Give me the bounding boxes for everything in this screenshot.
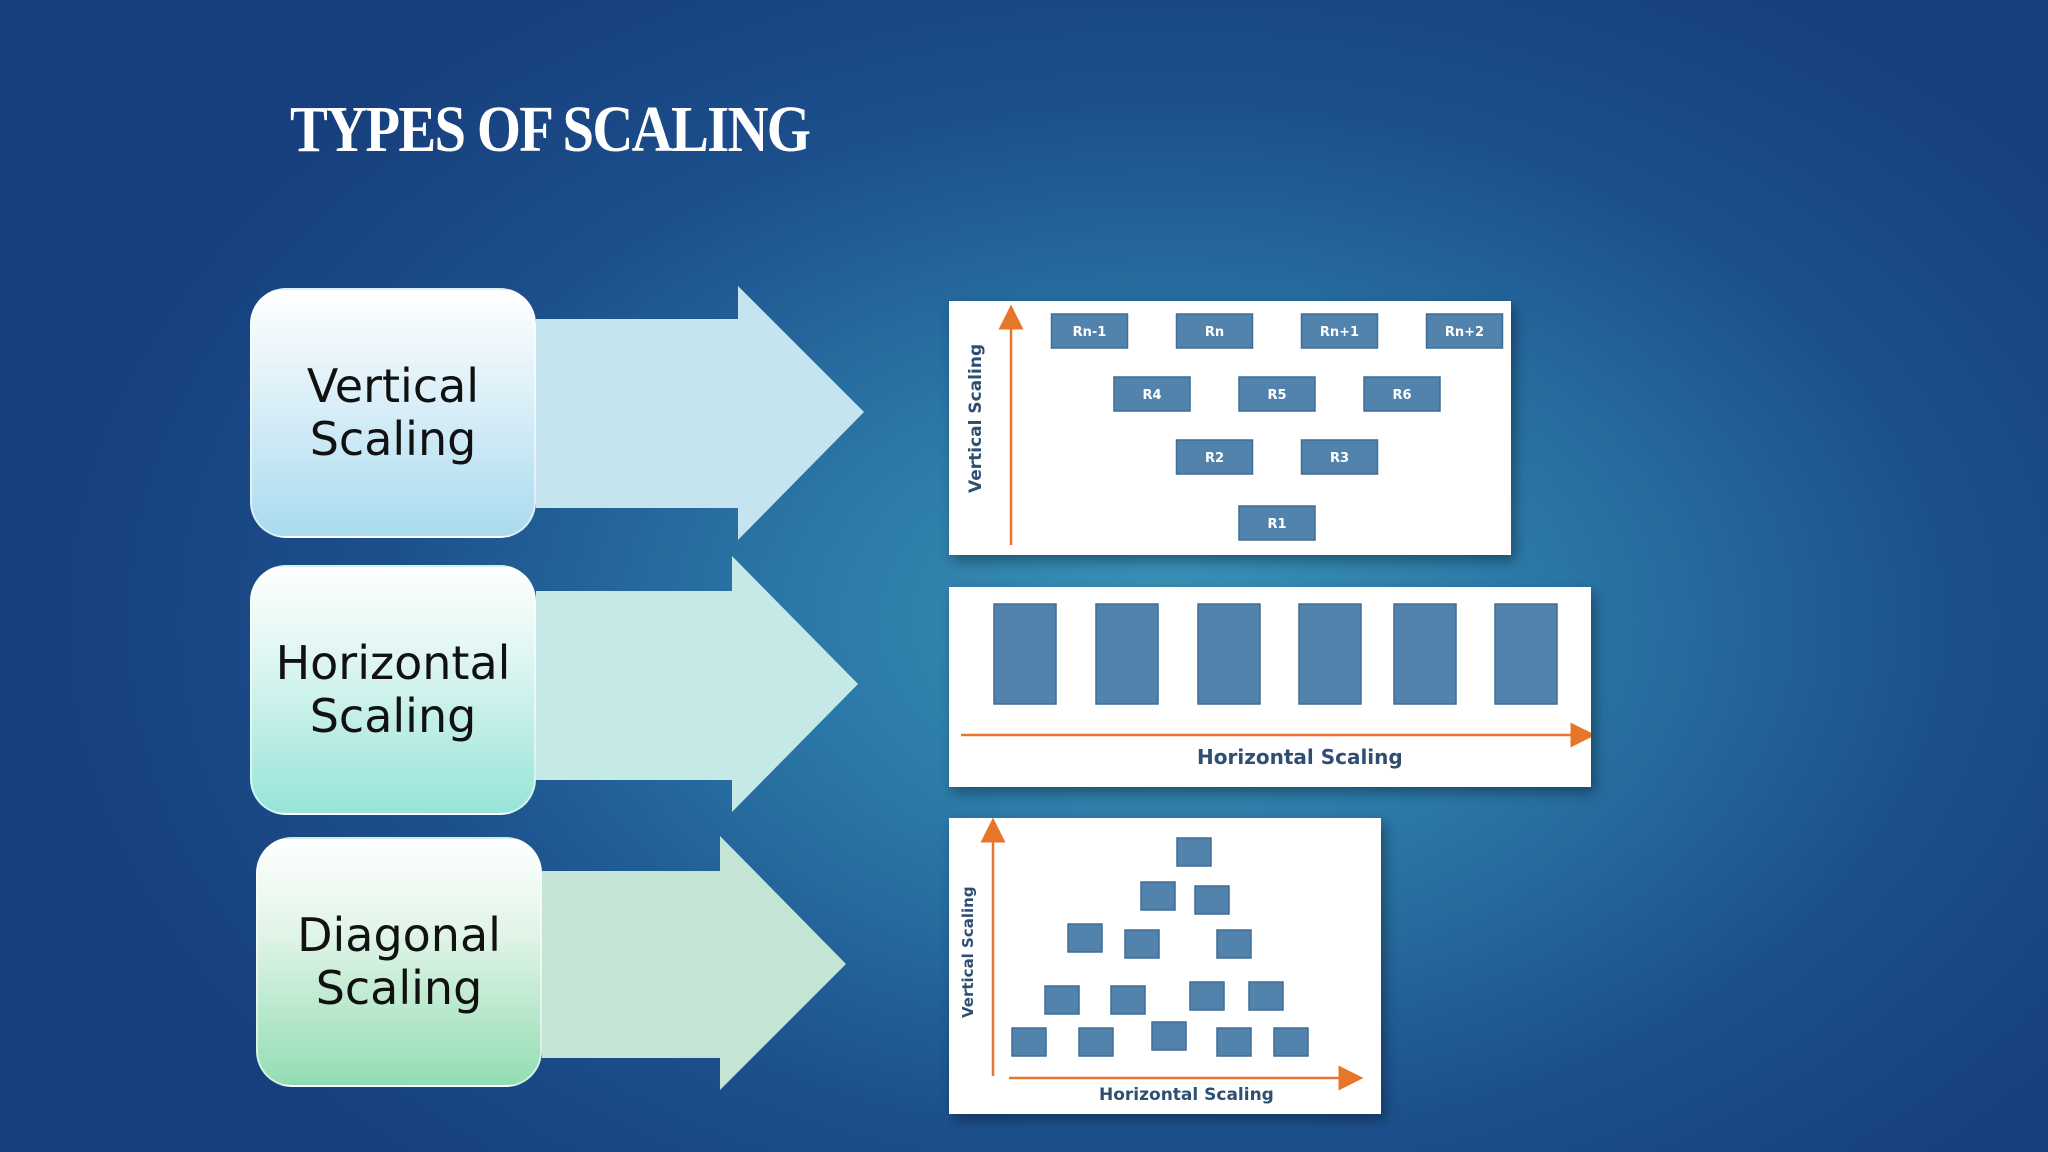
server-block	[1175, 439, 1254, 475]
server-block-label: R5	[1267, 388, 1286, 403]
server-block	[1095, 603, 1159, 705]
server-block	[1011, 1027, 1047, 1057]
server-block	[1425, 313, 1504, 349]
server-block-label: Rn+2	[1445, 325, 1484, 340]
page-title: TYPES OF SCALING	[290, 93, 811, 166]
server-block	[1078, 1027, 1114, 1057]
horizontal-arrow	[536, 556, 858, 812]
server-block	[1363, 376, 1441, 412]
horizontal-scaling-box: Horizontal Scaling	[250, 565, 536, 815]
diagonal-scaling-label: Diagonal Scaling	[297, 908, 501, 1015]
vertical-scaling-label: Vertical Scaling	[306, 359, 480, 466]
server-block	[1113, 376, 1191, 412]
server-block	[1050, 313, 1129, 349]
server-block	[1067, 923, 1103, 953]
server-block	[1494, 603, 1558, 705]
diagonal-scaling-box: Diagonal Scaling	[256, 837, 542, 1087]
server-block	[1393, 603, 1457, 705]
server-block	[1197, 603, 1261, 705]
server-block-label: R2	[1205, 451, 1224, 466]
horizontal-scaling-diagram: Horizontal Scaling	[961, 603, 1591, 769]
diagonal-y-axis-label: Vertical Scaling	[959, 886, 977, 1018]
horizontal-scaling-panel: Horizontal Scaling	[949, 587, 1591, 787]
server-block	[1300, 439, 1379, 475]
server-block	[1110, 985, 1146, 1015]
vertical-arrow	[536, 286, 864, 540]
server-block-label: Rn+1	[1320, 325, 1359, 340]
server-block	[1151, 1021, 1187, 1051]
server-block	[1140, 881, 1176, 911]
server-block	[1194, 885, 1230, 915]
server-block-label: Rn	[1205, 325, 1224, 340]
server-block	[1298, 603, 1362, 705]
vertical-scaling-box: Vertical Scaling	[250, 288, 536, 538]
server-block-label: R6	[1392, 388, 1411, 403]
vertical-axis-label: Vertical Scaling	[966, 344, 986, 493]
diagonal-scaling-panel: Vertical Scaling Horizontal Scaling	[949, 818, 1381, 1114]
diagonal-arrow	[542, 836, 846, 1090]
server-block	[993, 603, 1057, 705]
server-block	[1238, 505, 1316, 541]
server-block-label: R1	[1267, 517, 1286, 532]
server-block-label: Rn-1	[1073, 325, 1107, 340]
server-block	[1300, 313, 1379, 349]
diagonal-x-axis-label: Horizontal Scaling	[1099, 1085, 1274, 1105]
horizontal-scaling-label: Horizontal Scaling	[275, 636, 511, 743]
horizontal-axis-label: Horizontal Scaling	[1197, 745, 1403, 769]
server-block	[1248, 981, 1284, 1011]
server-block	[1238, 376, 1316, 412]
server-block	[1044, 985, 1080, 1015]
server-block	[1216, 929, 1252, 959]
server-block	[1176, 837, 1212, 867]
diagonal-scaling-diagram: Vertical Scaling Horizontal Scaling	[959, 818, 1364, 1105]
server-block	[1273, 1027, 1309, 1057]
server-block-label: R3	[1330, 451, 1349, 466]
server-block	[1175, 313, 1254, 349]
server-block	[1189, 981, 1225, 1011]
server-block-label: R4	[1142, 388, 1161, 403]
server-block	[1124, 929, 1160, 959]
server-block	[1216, 1027, 1252, 1057]
